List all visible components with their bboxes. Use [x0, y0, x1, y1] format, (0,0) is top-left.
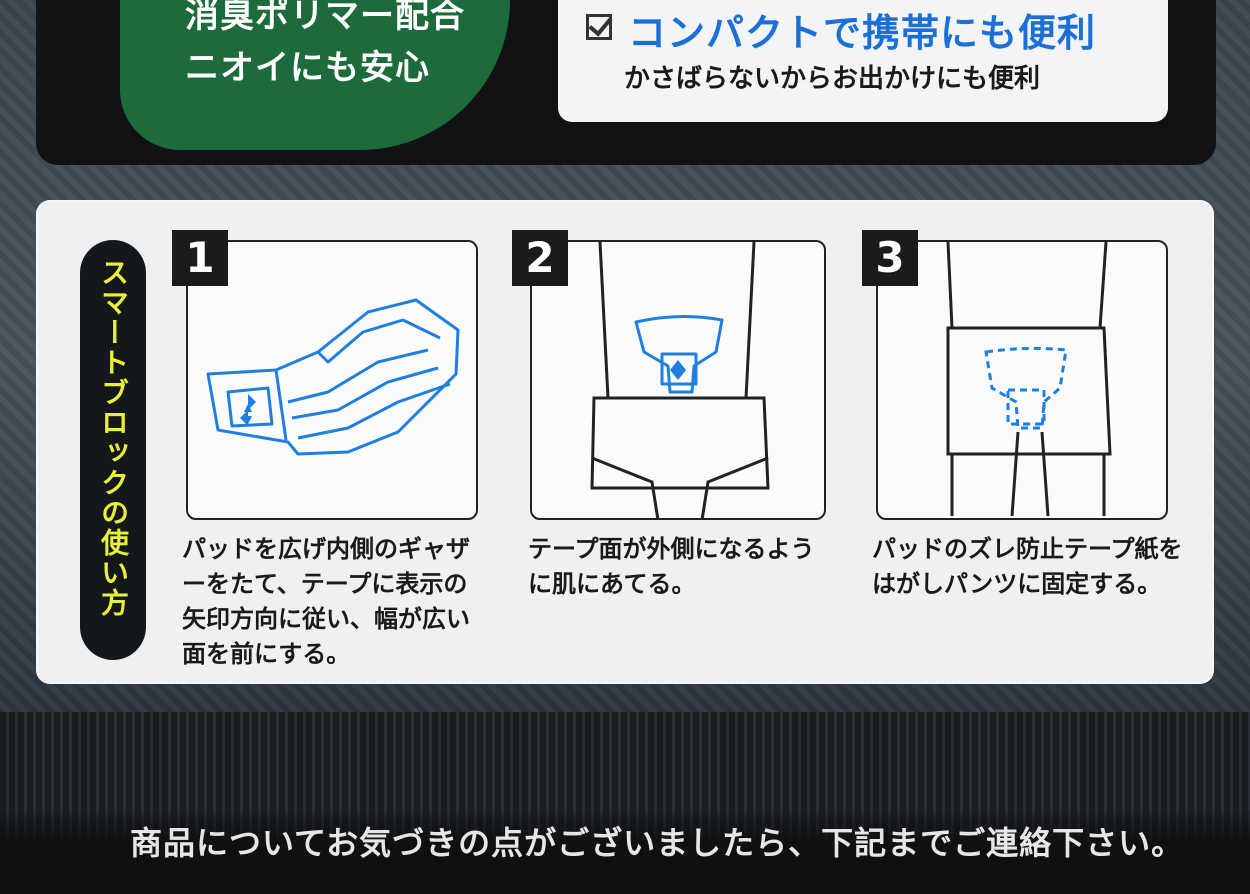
- step-3-illustration: [876, 240, 1168, 520]
- step-3-number: 3: [862, 230, 918, 286]
- pants-pad-icon: [946, 242, 1112, 517]
- step-1-number: 1: [172, 230, 228, 286]
- green-feature-line-1: 消臭ポリマー配合: [185, 0, 465, 36]
- step-1-illustration: [186, 240, 478, 520]
- side-title: スマートブロックの使い方: [97, 258, 130, 618]
- side-title-pill: [80, 240, 146, 660]
- check-icon: [586, 14, 612, 40]
- step-2-text: テープ面が外側になるように肌にあてる。: [528, 535, 815, 598]
- step-2-number: 2: [512, 230, 568, 286]
- step-2-illustration: [530, 240, 826, 520]
- pad-icon: [206, 298, 460, 456]
- feature-box: [558, 0, 1168, 122]
- contact-notice: 商品についてお気づきの点がございましたら、下記までご連絡下さい。: [130, 824, 1185, 862]
- body-front-icon: [590, 242, 770, 520]
- step-3-text: パッドのズレ防止テープ紙をはがしパンツに固定する。: [872, 535, 1183, 598]
- feature-subtitle: かさばらないからお出かけにも便利: [624, 64, 1041, 94]
- step-1-text: パッドを広げ内側のギャザーをたて、テープに表示の矢印方向に従い、幅が広い面を前に…: [182, 535, 470, 668]
- green-feature-line-2: ニオイにも安心: [185, 48, 430, 88]
- bottom-dark-strip: [0, 810, 1250, 894]
- feature-title: コンパクトで携帯にも便利: [628, 11, 1097, 55]
